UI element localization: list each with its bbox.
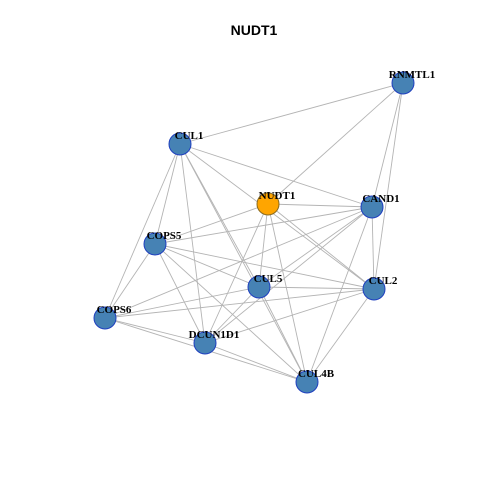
node-label-rnmtl1: RNMTL1: [389, 69, 435, 81]
node-dcun1d1: [193, 331, 217, 355]
edge-cul1-cul4b: [179, 143, 308, 383]
edge-cul5-cops6: [104, 286, 260, 319]
edge-cul2-cul4b: [306, 288, 375, 383]
edge-dcun1d1-cul4b: [204, 342, 308, 383]
edge-cand1-cul2: [371, 206, 375, 290]
edge-cul5-dcun1d1: [204, 286, 260, 344]
edge-cops5-cul2: [154, 243, 375, 290]
node-cops6: [93, 306, 117, 330]
node-label-cops5: COPS5: [147, 230, 182, 242]
edge-rnmtl1-nudt1: [267, 82, 404, 205]
node-cul4b: [295, 370, 319, 394]
edge-cand1-dcun1d1: [204, 206, 373, 344]
edge-cul1-dcun1d1: [179, 143, 206, 344]
node-label-cul1: CUL1: [175, 130, 204, 142]
node-label-dcun1d1: DCUN1D1: [189, 329, 240, 341]
node-label-nudt1: NUDT1: [259, 190, 296, 202]
edge-cops5-dcun1d1: [154, 243, 206, 344]
node-cops5: [143, 232, 167, 256]
edge-nudt1-cand1: [267, 203, 373, 208]
node-cul1: [168, 132, 192, 156]
edge-cul1-cand1: [179, 143, 373, 208]
node-rnmtl1: [391, 71, 415, 95]
edge-nudt1-cul5: [258, 203, 269, 288]
node-label-cops6: COPS6: [97, 304, 132, 316]
edge-cul5-cul2: [258, 286, 375, 290]
edge-cand1-cops6: [104, 206, 373, 319]
edge-cul1-cops5: [154, 143, 181, 245]
edge-nudt1-cul2: [267, 203, 375, 290]
edge-rnmtl1-cand1: [371, 82, 404, 208]
node-label-cul5: CUL5: [254, 273, 283, 285]
edge-cops5-cops6: [104, 243, 156, 319]
node-nudt1: [256, 192, 280, 216]
node-label-cul4b: CUL4B: [298, 368, 335, 380]
edge-cand1-cul5: [258, 206, 373, 288]
node-cul5: [247, 275, 271, 299]
edge-cul5-cul4b: [258, 286, 308, 383]
node-cand1: [360, 195, 384, 219]
node-label-cul2: CUL2: [369, 275, 398, 287]
edges-layer: [104, 82, 404, 383]
edge-cops5-cul5: [154, 243, 260, 288]
edge-cops5-cul4b: [154, 243, 308, 383]
node-cul2: [362, 277, 386, 301]
edge-nudt1-dcun1d1: [204, 203, 269, 344]
edge-nudt1-cops5: [154, 203, 269, 245]
edge-cul1-cops6: [104, 143, 181, 319]
edge-nudt1-cul4b: [267, 203, 308, 383]
node-label-cand1: CAND1: [362, 193, 399, 205]
edge-cand1-cul4b: [306, 206, 373, 383]
diagram-title: NUDT1: [231, 22, 278, 38]
edge-cul2-dcun1d1: [204, 288, 375, 344]
edge-rnmtl1-cul2: [373, 82, 404, 290]
edge-cops6-dcun1d1: [104, 317, 206, 344]
edge-rnmtl1-cul1: [179, 82, 404, 145]
nodes-layer: [93, 71, 415, 394]
edge-cul2-cops6: [104, 288, 375, 319]
edge-cand1-cops5: [154, 206, 373, 245]
edge-cul1-cul2: [179, 143, 375, 290]
